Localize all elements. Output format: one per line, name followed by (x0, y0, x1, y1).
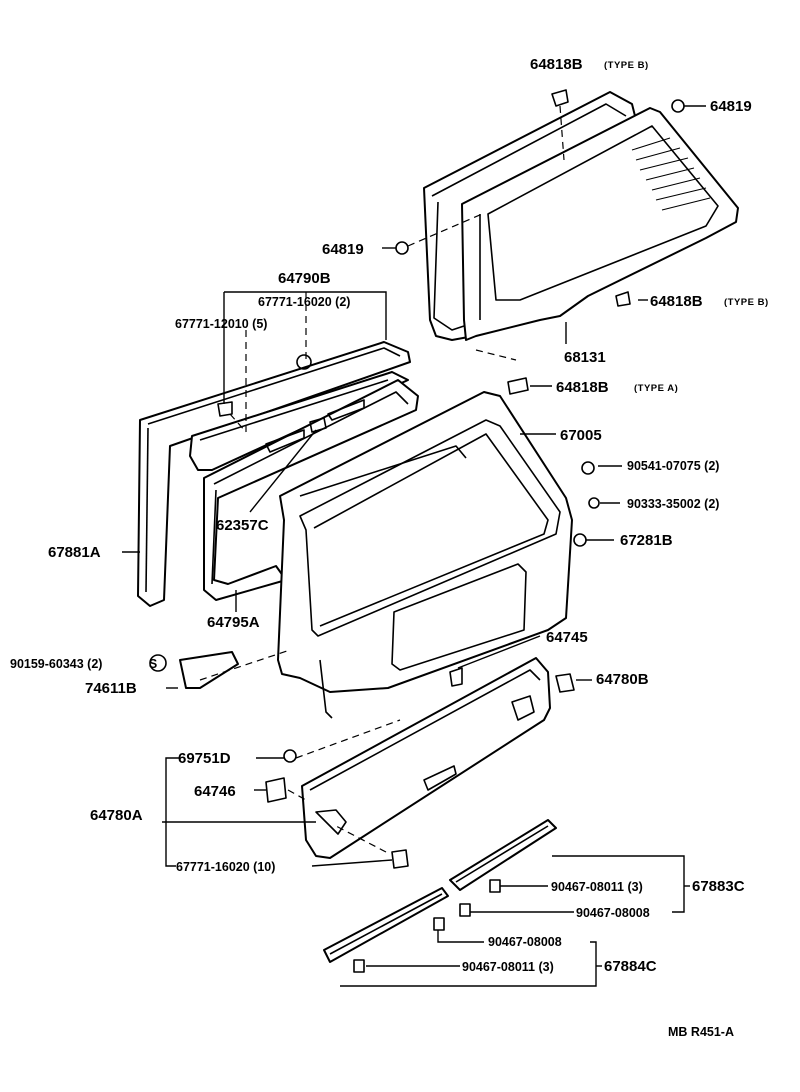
callout-90467-08008b: 90467-08008 (488, 935, 562, 949)
bolt-90541 (581, 461, 595, 475)
callout-67771-16020-2: 67771-16020 (2) (258, 295, 350, 309)
callout-64818B-typeA-type: (TYPE A) (634, 383, 678, 394)
cushion-67281B (573, 533, 587, 547)
leader-lines (122, 105, 706, 987)
callout-64780B: 64780B (596, 671, 649, 688)
reference-code: MB R451-A (668, 1025, 734, 1039)
trim-board-64780A (301, 657, 551, 859)
callout-64818B-mid: 64818B (650, 293, 703, 310)
cover-64746 (265, 777, 287, 803)
callout-69751D: 69751D (178, 750, 231, 767)
clip-67771-12010 (217, 401, 233, 417)
clip-64819-right (671, 99, 685, 113)
callout-62357C: 62357C (216, 517, 269, 534)
callout-67281B: 67281B (620, 532, 673, 549)
clip-64818B-top (551, 89, 569, 107)
callout-90467-08008a: 90467-08008 (576, 906, 650, 920)
back-door-glass-67881A (137, 341, 411, 607)
callout-64818B-top: 64818B (530, 56, 583, 73)
callout-64819-left: 64819 (322, 241, 364, 258)
callout-74611B: 74611B (85, 680, 137, 697)
callout-90333-35002: 90333-35002 (2) (627, 497, 719, 511)
clip-90467-08011b (353, 959, 365, 973)
callout-64746: 64746 (194, 783, 236, 800)
callout-64745: 64745 (546, 629, 588, 646)
washer-90333 (588, 497, 600, 509)
pull-handle-74611B (179, 651, 239, 689)
screw-s-mark: S (149, 657, 157, 671)
callout-67884C: 67884C (604, 958, 657, 975)
callout-90159-60343: 90159-60343 (2) (10, 657, 102, 671)
clip-64818B-typeA (507, 377, 529, 395)
callout-64795A: 64795A (207, 614, 260, 631)
weatherstrip-64790B (189, 371, 409, 471)
grommet-69751D (283, 749, 297, 763)
clip-90467-08011a (489, 879, 501, 893)
callout-90467-08011-3a: 90467-08011 (3) (551, 880, 643, 894)
callout-90467-08011-3b: 90467-08011 (3) (462, 960, 554, 974)
clip-67771-16020 (296, 354, 312, 370)
clip-90467-08008b (433, 917, 445, 931)
clip-64745 (449, 667, 463, 687)
callout-67881A: 67881A (48, 544, 101, 561)
clip-67771-16020-10 (391, 849, 409, 869)
screw-90159 (149, 654, 167, 672)
callout-67005: 67005 (560, 427, 602, 444)
callout-64780A: 64780A (90, 807, 143, 824)
back-door-panel-67005 (277, 391, 573, 719)
callout-64819-right: 64819 (710, 98, 752, 115)
scuff-plate-67883C (449, 819, 557, 891)
scuff-plate-67884C (323, 887, 449, 963)
clip-64819-left (395, 241, 409, 255)
clip-90467-08008a (459, 903, 471, 917)
callout-64818B-top-type: (TYPE B) (604, 60, 649, 71)
callout-64790B: 64790B (278, 270, 331, 287)
callout-90541-07075: 90541-07075 (2) (627, 459, 719, 473)
callout-64818B-typeA: 64818B (556, 379, 609, 396)
callout-68131: 68131 (564, 349, 606, 366)
quarter-window-panel-68131 (461, 107, 739, 341)
callout-64818B-mid-type: (TYPE B) (724, 297, 769, 308)
callout-67883C: 67883C (692, 878, 745, 895)
callout-67771-12010-5: 67771-12010 (5) (175, 317, 267, 331)
stopper-62357C (309, 417, 327, 433)
clip-64780B (555, 673, 575, 693)
callout-67771-16020-10: 67771-16020 (10) (176, 860, 275, 874)
clip-64818B-mid (615, 291, 631, 307)
